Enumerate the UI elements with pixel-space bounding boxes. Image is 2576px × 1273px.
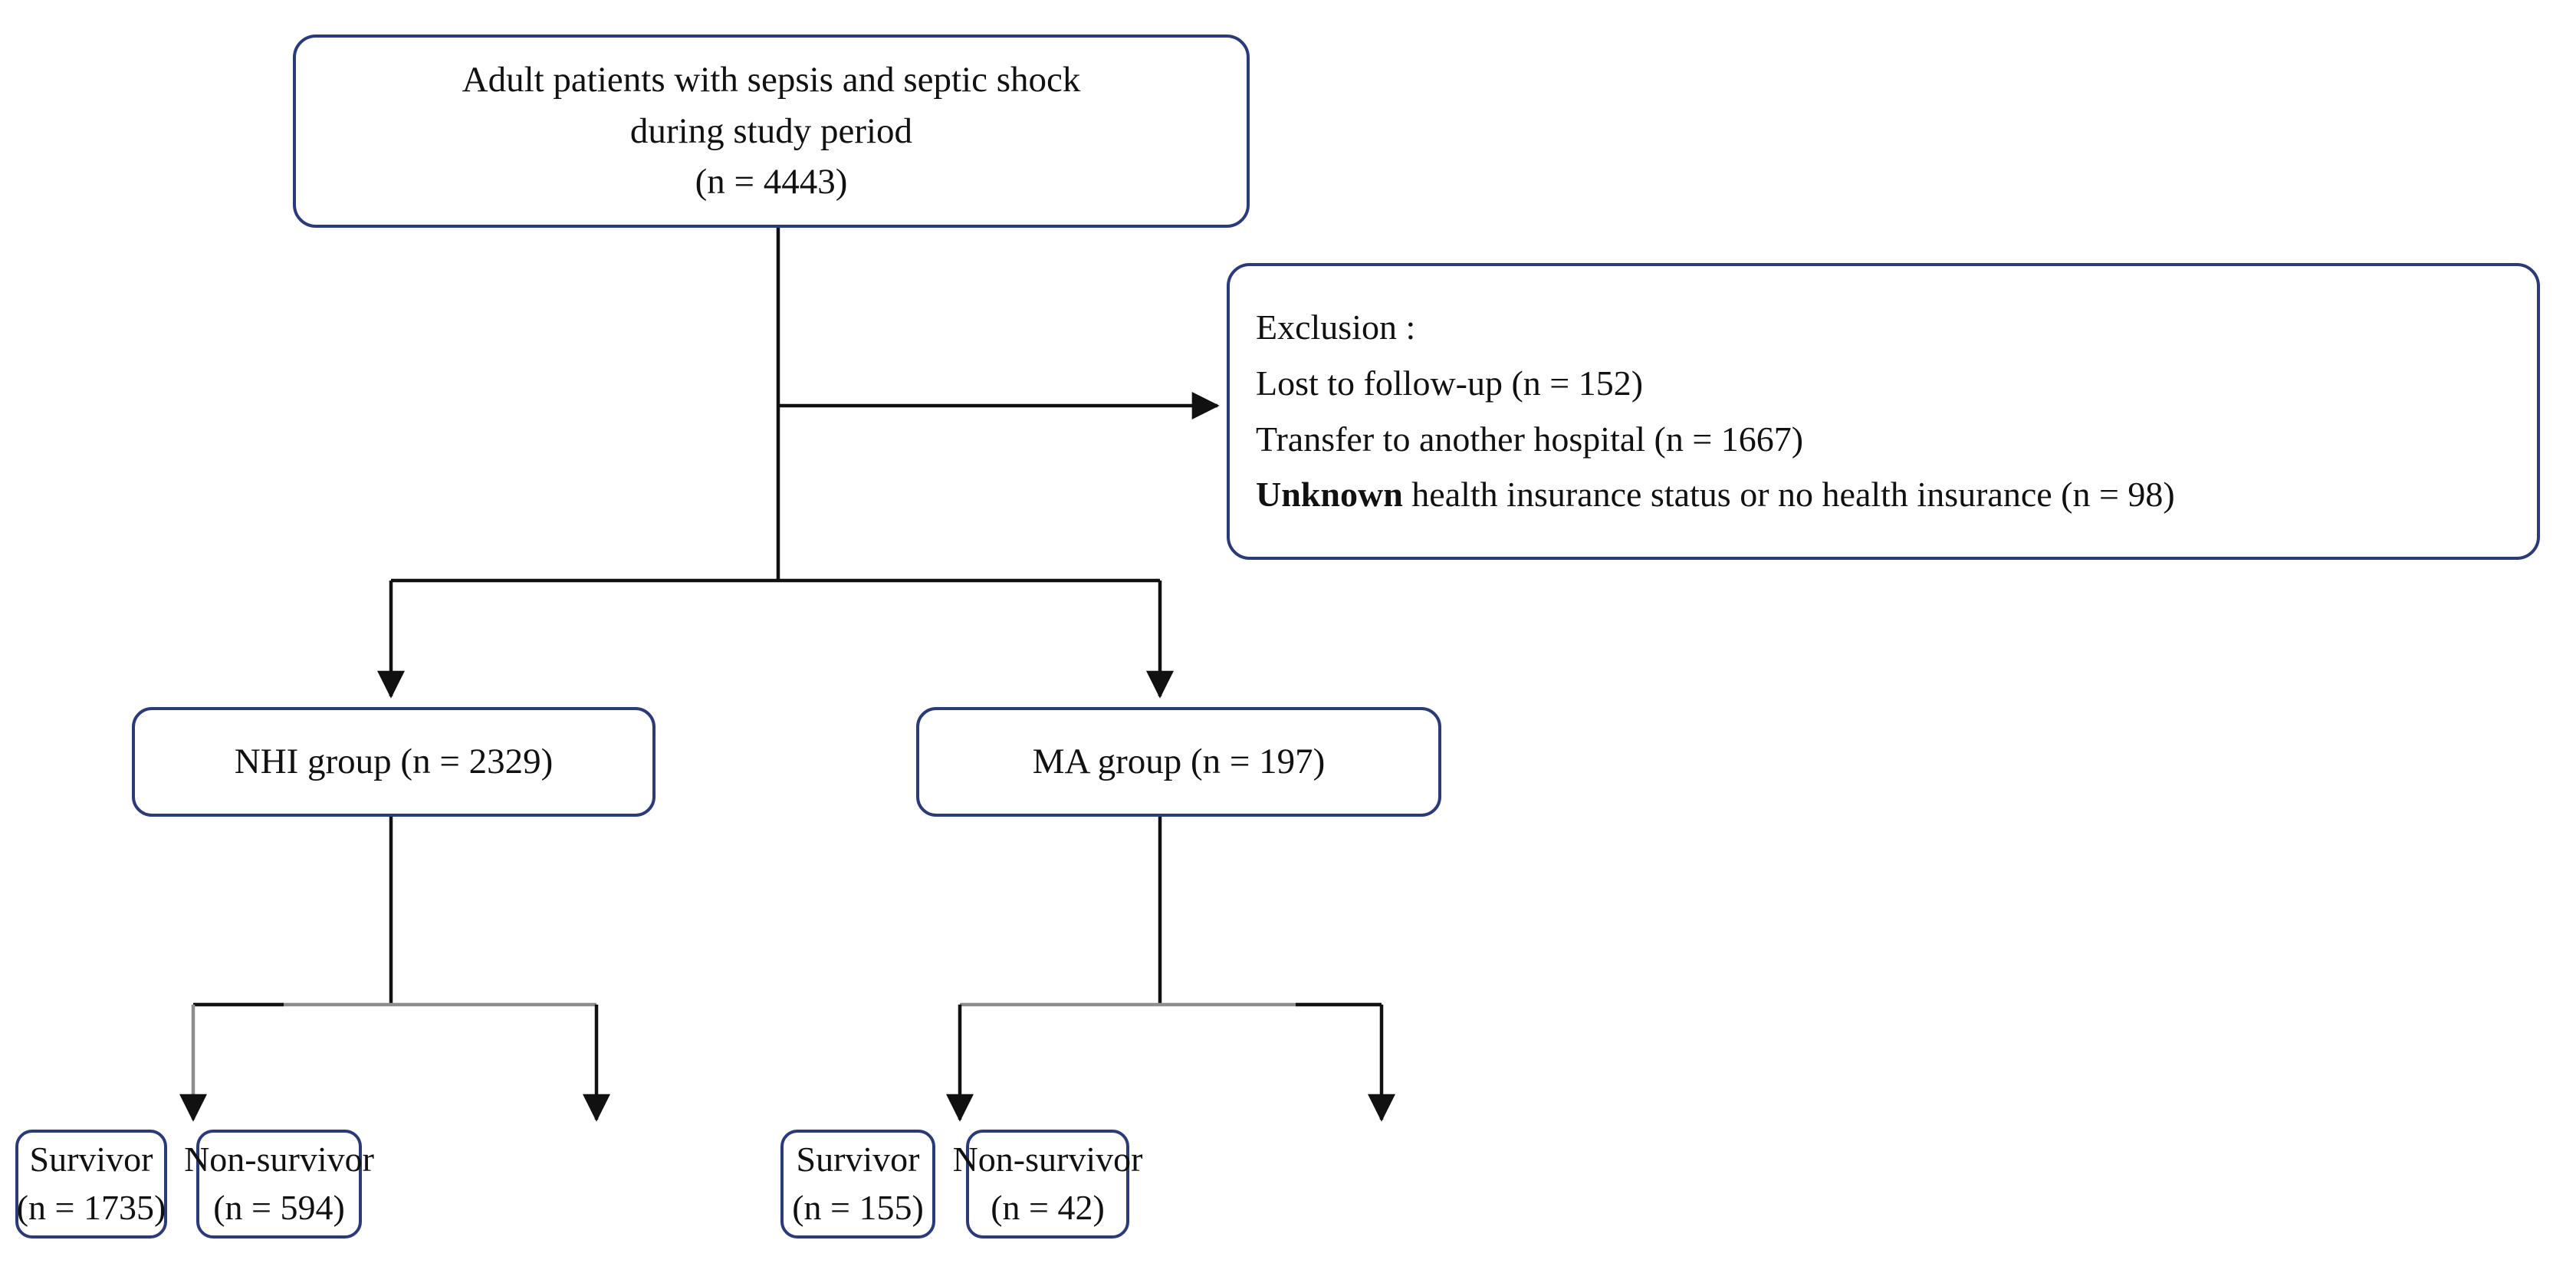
exclusion-heading: Exclusion : (1256, 308, 1416, 347)
ma-survivor-label: Survivor (796, 1140, 920, 1179)
ma-group-box: MA group (n = 197) (916, 707, 1441, 817)
ma-survivor-count: (n = 155) (792, 1188, 924, 1227)
exclusion-item-transfer: Transfer to another hospital (n = 1667) (1256, 419, 1804, 459)
nhi-group-label: NHI group (n = 2329) (234, 742, 554, 782)
enrollment-line-2: during study period (629, 110, 913, 151)
ma-non-survivor-box: Non-survivor (n = 42) (953, 1130, 1142, 1238)
exclusion-item-lost-to-followup: Lost to follow-up (n = 152) (1256, 363, 1644, 403)
nhi-survivor-box: Survivor (n = 1735) (15, 1130, 167, 1238)
ma-non-survivor-label: Non-survivor (952, 1140, 1143, 1179)
enrollment-line-1: Adult patients with sepsis and septic sh… (462, 59, 1081, 100)
exclusion-item-unknown-rest: health insurance status or no health ins… (1402, 475, 2175, 515)
nhi-non-survivor-count: (n = 594) (213, 1188, 345, 1227)
nhi-survivor-label: Survivor (29, 1140, 153, 1179)
nhi-survivor-count: (n = 1735) (16, 1188, 166, 1227)
nhi-non-survivor-box: Non-survivor (n = 594) (184, 1130, 374, 1238)
exclusion-item-unknown-insurance: Unknown health insurance status or no he… (1256, 467, 2175, 523)
ma-survivor-box: Survivor (n = 155) (780, 1130, 935, 1238)
ma-non-survivor-count: (n = 42) (991, 1188, 1105, 1227)
exclusion-item-unknown-prefix: Unknown (1256, 475, 1403, 515)
ma-group-label: MA group (n = 197) (1032, 742, 1326, 782)
exclusion-box: Exclusion : Lost to follow-up (n = 152) … (1227, 263, 2540, 560)
nhi-non-survivor-label: Non-survivor (184, 1140, 374, 1179)
nhi-group-box: NHI group (n = 2329) (132, 707, 656, 817)
enrollment-box: Adult patients with sepsis and septic sh… (293, 35, 1250, 228)
enrollment-count: (n = 4443) (695, 162, 848, 202)
